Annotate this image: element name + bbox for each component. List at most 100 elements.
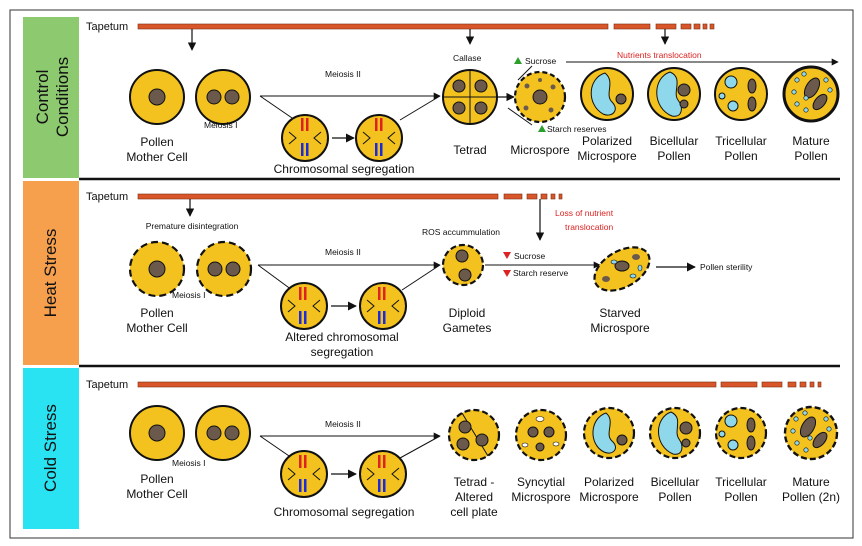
- sterility-label: Pollen sterility: [700, 262, 753, 272]
- svg-text:Mother Cell: Mother Cell: [126, 487, 187, 501]
- cold-band: [23, 368, 79, 529]
- sucrose-down-icon: [503, 252, 511, 259]
- svg-text:Diploid: Diploid: [449, 306, 486, 320]
- nutrients-label: Nutrients translocation: [617, 50, 702, 60]
- stage-label: Mature Pollen: [792, 134, 830, 163]
- callase-label: Callase: [453, 53, 482, 63]
- svg-text:segregation: segregation: [311, 345, 374, 359]
- svg-text:Polarized: Polarized: [584, 475, 634, 489]
- tapetum-bar: [137, 23, 715, 30]
- svg-text:Polarized: Polarized: [582, 134, 632, 148]
- meiosis2-label: Meiosis II: [325, 419, 361, 429]
- meiosis2-label: Meiosis II: [325, 247, 361, 257]
- tapetum-label: Tapetum: [86, 379, 128, 391]
- svg-text:Tetrad -: Tetrad -: [454, 475, 495, 489]
- stage-label: Pollen Mother Cell: [126, 306, 187, 335]
- stage-label: Tricellular Pollen: [715, 134, 767, 163]
- svg-text:Altered: Altered: [455, 490, 493, 504]
- svg-text:Pollen: Pollen: [657, 149, 690, 163]
- dividing-cell: [195, 69, 251, 125]
- svg-text:Pollen: Pollen: [724, 490, 757, 504]
- svg-text:Pollen: Pollen: [140, 135, 173, 149]
- stage-label: Tetrad - Altered cell plate: [450, 475, 498, 519]
- starch-label: Starch reserve: [513, 268, 569, 278]
- stage-label: Bicellular Pollen: [650, 134, 699, 163]
- segregation-cell: [355, 114, 403, 162]
- tricellular-pollen: [714, 67, 768, 121]
- premature-label: Premature disintegration: [146, 221, 239, 231]
- svg-text:Pollen: Pollen: [658, 490, 691, 504]
- dividing-cell: [195, 240, 253, 298]
- sucrose-label: Sucrose: [514, 251, 545, 261]
- svg-text:Tricellular: Tricellular: [715, 475, 767, 489]
- meiosis1-label: Meiosis I: [204, 120, 238, 130]
- heat-band: [23, 181, 79, 365]
- svg-text:cell plate: cell plate: [450, 505, 498, 519]
- mature-pollen-2n: [783, 405, 839, 461]
- syncytial-microspore: [514, 408, 568, 462]
- starch-label: Starch reserves: [547, 124, 607, 134]
- svg-text:Control: Control: [33, 70, 52, 125]
- segregation-cell: [280, 450, 328, 498]
- meiosis1-label: Meiosis I: [172, 458, 206, 468]
- svg-text:Pollen: Pollen: [140, 306, 173, 320]
- altered-segregation-cell: [359, 282, 407, 330]
- svg-text:Mother Cell: Mother Cell: [126, 150, 187, 164]
- svg-text:Gametes: Gametes: [443, 321, 492, 335]
- pollen-mother-cell: [128, 240, 186, 298]
- tapetum-label: Tapetum: [86, 21, 128, 33]
- stage-label: Bicellular Pollen: [651, 475, 700, 504]
- svg-text:Pollen: Pollen: [140, 472, 173, 486]
- altered-segregation-cell: [280, 282, 328, 330]
- mature-pollen: [782, 65, 840, 123]
- sucrose-label: Sucrose: [525, 56, 556, 66]
- segregation-label: Altered chromosomal segregation: [285, 330, 398, 359]
- microspore: [513, 70, 567, 124]
- svg-text:Mature: Mature: [792, 134, 830, 148]
- bicellular-pollen: [647, 67, 701, 121]
- pollen-mother-cell: [129, 405, 185, 461]
- tapetum-bar: [137, 193, 563, 200]
- starved-microspore: [593, 246, 651, 292]
- cold-panel: Tapetum Meiosis I Meiosis II: [86, 379, 840, 519]
- segregation-cell: [281, 114, 329, 162]
- svg-text:Syncytial: Syncytial: [517, 475, 565, 489]
- starch-up-icon: [538, 125, 546, 132]
- segregation-label: Chromosomal segregation: [274, 162, 415, 176]
- stage-label: Tetrad: [453, 143, 486, 157]
- stage-label: Pollen Mother Cell: [126, 135, 187, 164]
- tapetum-label: Tapetum: [86, 191, 128, 203]
- control-panel: Tapetum Meiosis I Meiosis II: [86, 21, 840, 176]
- diploid-gametes: [441, 243, 485, 287]
- ros-label: ROS accummulation: [422, 227, 500, 237]
- stage-label: Microspore: [510, 143, 570, 157]
- svg-text:Pollen: Pollen: [794, 149, 827, 163]
- segregation-label: Chromosomal segregation: [274, 505, 415, 519]
- stage-label: Pollen Mother Cell: [126, 472, 187, 501]
- svg-text:Loss of nutrient: Loss of nutrient: [555, 208, 614, 218]
- svg-text:translocation: translocation: [565, 222, 613, 232]
- svg-text:Altered chromosomal: Altered chromosomal: [285, 330, 398, 344]
- heat-panel: Tapetum Premature disintegration Meiosis…: [86, 191, 753, 359]
- control-band: [23, 17, 79, 178]
- cold-band-label: Cold Stress: [41, 404, 60, 492]
- svg-text:Pollen (2n): Pollen (2n): [782, 490, 840, 504]
- stage-label: Tricellular Pollen: [715, 475, 767, 504]
- segregation-cell: [359, 450, 407, 498]
- stage-label: Mature Pollen (2n): [782, 475, 840, 504]
- dividing-cell: [195, 405, 251, 461]
- svg-text:Starved: Starved: [599, 306, 640, 320]
- starch-down-icon: [503, 270, 511, 277]
- stage-label: Polarized Microspore: [579, 475, 639, 504]
- svg-text:Mother Cell: Mother Cell: [126, 321, 187, 335]
- svg-text:Microspore: Microspore: [590, 321, 650, 335]
- svg-text:Pollen: Pollen: [724, 149, 757, 163]
- stage-label: Syncytial Microspore: [511, 475, 571, 504]
- tetrad-altered: [447, 408, 501, 462]
- meiosis2-label: Meiosis II: [325, 69, 361, 79]
- svg-text:Microspore: Microspore: [579, 490, 639, 504]
- svg-text:Microspore: Microspore: [577, 149, 637, 163]
- tetrad: [442, 69, 498, 125]
- svg-text:Mature: Mature: [792, 475, 830, 489]
